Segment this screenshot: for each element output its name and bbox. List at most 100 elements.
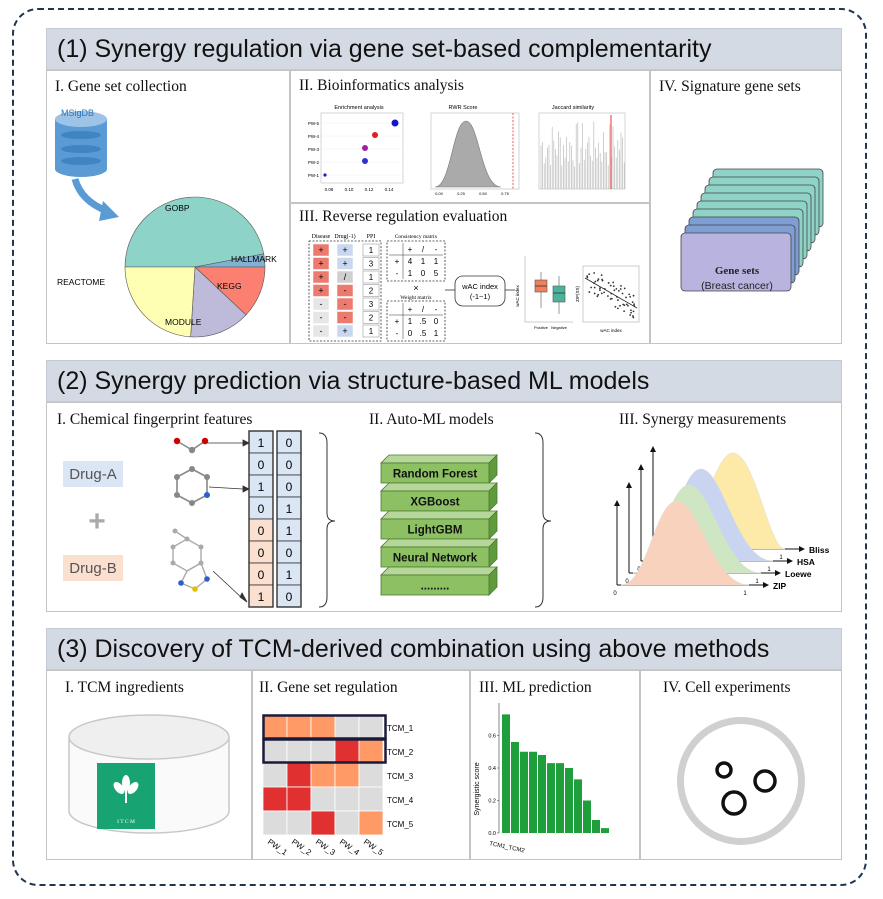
ppi-cell — [362, 270, 380, 284]
bit-value: 0 — [258, 502, 265, 516]
bit-value: 1 — [286, 568, 293, 582]
msigdb-label: MSigDB — [61, 108, 94, 118]
axis-one: 1 — [743, 591, 747, 597]
scatter-point — [623, 310, 626, 313]
matrix-cell: - — [435, 305, 438, 314]
section-1-title: (1) Synergy regulation via gene set-base… — [46, 28, 842, 70]
scatter-ylabel: ZIP(SS) — [575, 286, 580, 303]
section-3: (3) Discovery of TCM-derived combination… — [46, 628, 842, 860]
heatmap-cell — [310, 738, 336, 764]
panel-title: II. Bioinformatics analysis — [299, 77, 464, 94]
outer-frame — [12, 8, 867, 886]
scatter-point — [588, 291, 591, 293]
col-head-disease: Disease — [312, 234, 331, 240]
drug-b-label: Drug-B — [69, 560, 117, 577]
bar-ytick: 0.0 — [488, 831, 496, 837]
heatmap-cell — [286, 738, 312, 764]
scatter-point — [603, 291, 606, 294]
matrix-cell: + — [408, 245, 413, 254]
reverse-regulation-figure: Disease Drug(-1) PPI ++1++3+/1+-2--3--2-… — [308, 233, 640, 342]
model-label: XGBoost — [410, 497, 459, 509]
enrich-dot — [362, 158, 368, 164]
petri-dish-icon — [677, 717, 805, 845]
scatter-point — [613, 289, 616, 292]
axis-one: 1 — [779, 555, 783, 561]
scatter-point — [588, 273, 591, 276]
bar-ytick: 0.6 — [488, 734, 496, 740]
scatter-point — [600, 292, 603, 295]
drug-cell — [336, 324, 354, 338]
disease-cell — [312, 243, 330, 257]
section-3-title: (3) Discovery of TCM-derived combination… — [46, 628, 842, 670]
disease-cell — [312, 257, 330, 270]
arrow-head-icon — [99, 201, 119, 221]
bit-value: 0 — [258, 546, 265, 560]
bar-ytick: 0.2 — [488, 799, 496, 805]
panel-title: II. Gene set regulation — [259, 679, 398, 696]
scatter-point — [607, 295, 609, 297]
drug-sign: + — [342, 326, 347, 336]
scatter-point — [593, 292, 596, 295]
heatmap-cell — [358, 786, 384, 812]
enrich-dot — [323, 173, 327, 177]
drug-cell — [336, 243, 354, 257]
panel-title: IV. Signature gene sets — [659, 78, 801, 95]
scatter-point — [632, 310, 635, 313]
enrich-row-label: PW-2 — [308, 160, 320, 165]
card-label-line2: (Breast cancer) — [701, 280, 773, 292]
ml-prediction-panel: III. ML prediction Synergistic score TCM… — [470, 670, 640, 860]
axis-zero: 0 — [625, 579, 629, 585]
synergy-score-bar — [502, 714, 510, 833]
matrix-cell: + — [395, 257, 400, 266]
card-label-line1: Gene sets — [715, 265, 760, 277]
weight-title: Weight matrix — [400, 295, 432, 301]
benzene-molecule-icon — [174, 466, 210, 506]
automl-title: II. Auto-ML models — [369, 411, 494, 428]
enrichment-title: Enrichment analysis — [334, 105, 383, 111]
bit-value: 1 — [286, 524, 293, 538]
scatter-point — [632, 316, 635, 319]
fingerprint-title: I. Chemical fingerprint features — [57, 411, 253, 428]
ppi-value: 1 — [369, 273, 374, 282]
tcm-database-icon: I T C M — [68, 714, 230, 834]
wac-index-label: wAC index — [461, 282, 498, 291]
heatmap-cell — [334, 786, 360, 812]
times-sign: × — [413, 283, 418, 293]
enrich-row-label: PW-4 — [308, 134, 320, 139]
scatter-point — [609, 298, 612, 300]
disease-sign: + — [318, 245, 323, 255]
section-1: (1) Synergy regulation via gene set-base… — [46, 28, 842, 344]
curve-label: Bliss — [809, 545, 830, 555]
ppi-cell — [362, 243, 380, 257]
heatmap-cell — [262, 714, 288, 740]
scatter-point — [619, 304, 621, 307]
heatmap-cell — [262, 786, 288, 812]
matrix-cell: 1 — [434, 257, 439, 266]
matrix-cell: / — [422, 245, 425, 254]
scatter-xlabel: wAC index — [600, 328, 622, 333]
disease-cell — [312, 297, 330, 311]
heatmap-row-label: TCM_1 — [387, 724, 414, 733]
drug-cell — [336, 270, 354, 284]
disease-cell — [312, 284, 330, 297]
model-block-top — [380, 454, 498, 464]
matrix-cell: 0 — [408, 329, 413, 338]
heatmap-cell — [286, 762, 312, 788]
scatter-point — [627, 304, 629, 307]
scatter-point — [617, 299, 619, 301]
bit-value: 1 — [258, 590, 265, 604]
enrich-row-label: PW-3 — [308, 147, 320, 152]
heatmap-cell — [358, 738, 384, 764]
bit-value: 1 — [258, 436, 265, 450]
bit-value: 0 — [258, 524, 265, 538]
fused-ring-molecule-icon — [170, 528, 210, 592]
matrix-cell: 0 — [421, 269, 426, 278]
scatter-point — [630, 309, 632, 312]
matrix-cell: 1 — [408, 317, 413, 326]
drug-cell — [336, 284, 354, 297]
enrich-row-label: PW-5 — [308, 121, 320, 126]
pie-label: GOBP — [165, 203, 190, 213]
panel-title: III. ML prediction — [479, 679, 592, 696]
drug-cell — [336, 297, 354, 311]
